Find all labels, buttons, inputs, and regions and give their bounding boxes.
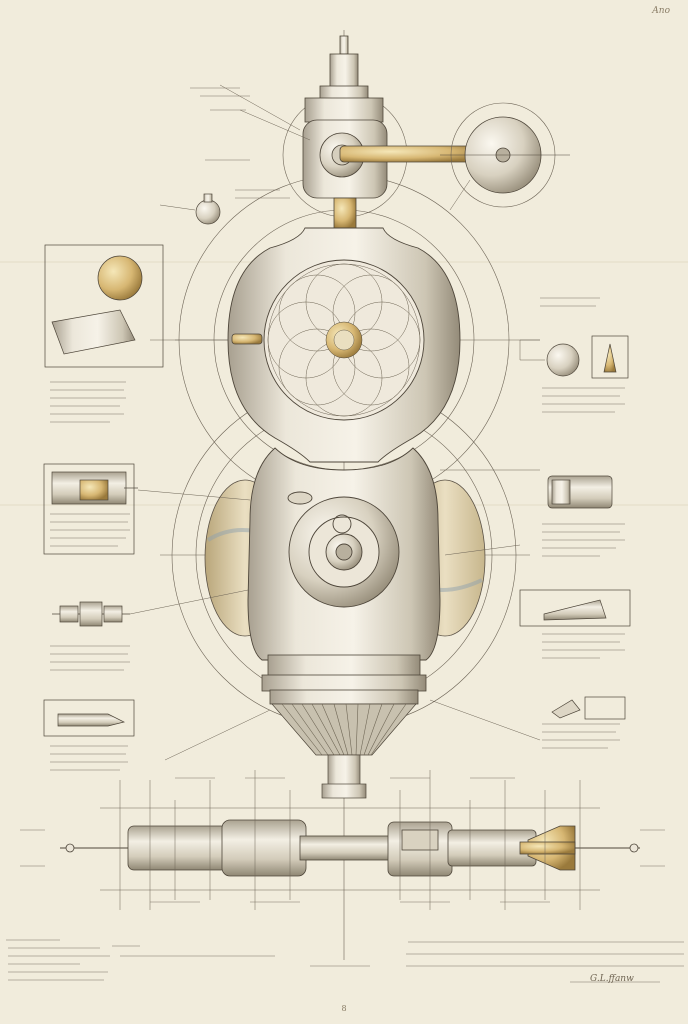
- page-number: 8: [341, 1004, 347, 1013]
- shaft-annotation-scribbles: [20, 777, 665, 967]
- inset-mid-left: [43, 463, 138, 555]
- inset-top-left: [44, 244, 164, 368]
- inset-right-cylinder: [547, 475, 613, 509]
- side-arm: [339, 102, 570, 208]
- left-pin: [231, 333, 263, 345]
- small-valve-left: [195, 193, 221, 225]
- inset-right-clamp: [551, 696, 626, 720]
- top-nozzle: [304, 35, 384, 123]
- shaft-assembly: [60, 819, 640, 877]
- lower-collar: [261, 654, 427, 705]
- corner-mark: Ano: [652, 6, 670, 16]
- lower-housing: [247, 447, 441, 661]
- inset-right-small: [546, 335, 629, 379]
- inset-right-bracket: [519, 589, 631, 627]
- spindle-detail: [52, 601, 130, 627]
- leader-lines: [129, 84, 545, 761]
- dimension-ticks: [100, 770, 600, 910]
- signature: G.L.ffanw: [590, 974, 634, 984]
- finned-cone: [271, 703, 417, 799]
- valve-head: [302, 119, 388, 229]
- inset-tool: [43, 699, 135, 737]
- rosette-pattern: [267, 263, 421, 417]
- annotation-scribbles: [6, 87, 684, 983]
